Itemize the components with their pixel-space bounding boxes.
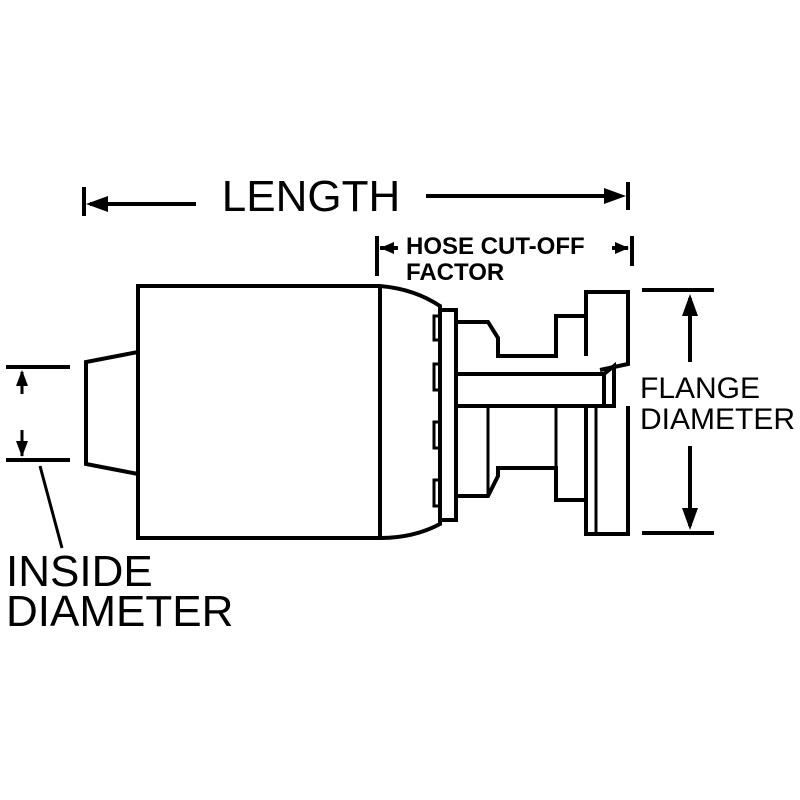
hose-cutoff-right-arrow	[615, 242, 629, 254]
hose-cutoff-left-arrow	[380, 242, 394, 254]
inside-leader-line	[38, 465, 64, 549]
length-label: LENGTH	[222, 172, 400, 221]
length-right-arrow	[604, 188, 626, 204]
flange-label-line1: FLANGE	[640, 372, 760, 405]
inside-up-arrow	[16, 370, 28, 386]
neck-lower-profile	[456, 406, 630, 536]
hose-cutoff-dimension: HOSE CUT-OFF FACTOR	[375, 233, 634, 286]
inside-down-arrow	[16, 441, 28, 457]
flange-up-arrow	[682, 294, 698, 316]
crimp-notch-4	[432, 478, 440, 508]
crimp-notch-1	[432, 314, 440, 342]
inside-label-line2: DIAMETER	[6, 587, 233, 636]
fitting-drawing	[84, 284, 630, 540]
socket-body	[136, 284, 442, 540]
hose-stub	[84, 350, 139, 476]
bore-pipe	[454, 372, 606, 408]
inside-label-line1: INSIDE	[6, 547, 153, 596]
neck-upper-profile	[456, 290, 630, 372]
bore-lip	[602, 361, 616, 408]
length-dimension: LENGTH	[82, 172, 630, 221]
hose-cutoff-label-line1: HOSE CUT-OFF	[406, 233, 585, 260]
hose-cutoff-label-line2: FACTOR	[406, 259, 504, 286]
inside-diameter-dimension: INSIDE DIAMETER	[6, 365, 233, 636]
flange-diameter-dimension: FLANGE DIAMETER	[640, 288, 795, 535]
flange-label-line2: DIAMETER	[640, 403, 795, 436]
nipple-collar	[440, 308, 458, 522]
crimp-notch-3	[432, 420, 440, 450]
crimp-notch-2	[432, 362, 440, 392]
length-left-arrow	[86, 196, 108, 212]
flange-down-arrow	[682, 508, 698, 530]
